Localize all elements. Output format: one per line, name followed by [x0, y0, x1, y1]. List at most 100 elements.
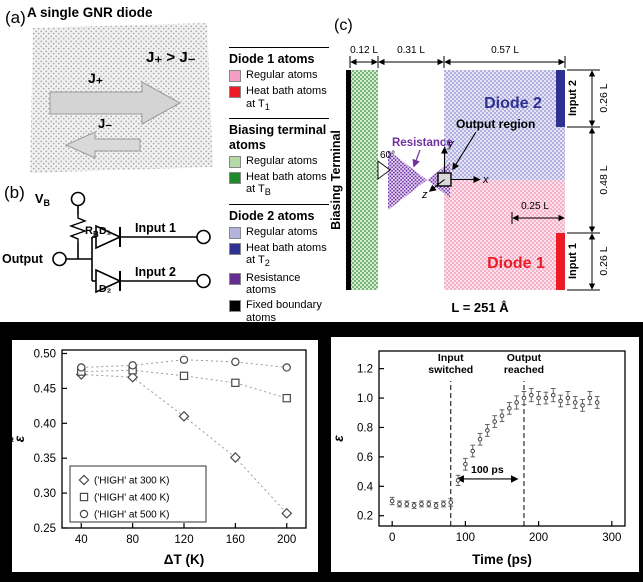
- red-swatch: [229, 86, 241, 99]
- legend-item: Regular atoms: [229, 155, 329, 168]
- dim-top-3: 0.57 L: [491, 45, 519, 56]
- axis-x-label: x: [482, 174, 489, 186]
- legend-item: Regular atoms: [229, 69, 329, 83]
- reverse-current-arrow: [64, 131, 141, 159]
- fixed-boundary-strip: [346, 70, 351, 290]
- vline-label: Input: [438, 352, 464, 364]
- legend-divider: [229, 203, 329, 205]
- y-tick-label: 0.2: [357, 511, 373, 523]
- z-axis-arrow: [428, 179, 445, 192]
- lavender-swatch: [229, 227, 241, 240]
- dim-right-1: 0.26 L: [598, 83, 610, 112]
- output-region-arrow: [452, 131, 477, 171]
- legend-entry: ('HIGH' at 300 K): [94, 476, 170, 487]
- legend-entry: ('HIGH' at 500 K): [94, 510, 170, 521]
- dim-right-2: 0.48 L: [598, 165, 610, 194]
- biasing-terminal-region: [351, 70, 378, 290]
- x-tick-label: 160: [226, 534, 245, 546]
- rb-label: RB: [85, 225, 99, 239]
- diode1-region: [444, 180, 565, 290]
- legend-item-label: Regular atoms: [246, 226, 318, 239]
- top-dimension-lines: [349, 56, 566, 68]
- legend-item-label: Heat bath atoms at T2: [246, 242, 327, 269]
- d2-label: D₂: [99, 283, 112, 295]
- errorbar-series: [389, 388, 600, 509]
- vb-terminal-node: [70, 191, 86, 207]
- dim-top-1: 0.12 L: [350, 45, 378, 56]
- gnr-diode-graphic: [30, 23, 213, 173]
- legend-item: Heat bath atoms at T2: [229, 242, 329, 269]
- inner-dimension: [511, 212, 565, 224]
- dark_blue-swatch: [229, 243, 241, 256]
- dim-right-3: 0.26 L: [598, 246, 610, 275]
- x-tick-label: 200: [277, 534, 296, 546]
- legend-item: Heat bath atoms at TB: [229, 171, 329, 198]
- series-diamond: [75, 368, 293, 519]
- legend-item-label: Regular atoms: [246, 69, 318, 82]
- input2-label: Input 2: [567, 80, 579, 116]
- y-axis-label: ε̃: [12, 435, 27, 443]
- input1-node: [196, 229, 211, 245]
- span-label: 100 ps: [471, 464, 504, 476]
- dark_green-swatch: [229, 171, 241, 184]
- input1-wire-label: Input 1: [135, 221, 176, 235]
- dim-top-2: 0.31 L: [397, 45, 425, 56]
- input1-label: Input 1: [567, 243, 579, 279]
- input2-wire-label: Input 2: [135, 265, 176, 279]
- legend-group-header: Diode 1 atoms: [229, 52, 315, 66]
- legend-item: Resistance atoms: [229, 272, 329, 297]
- d1-label: D₁: [99, 225, 111, 237]
- y-tick-label: 0.40: [34, 418, 56, 430]
- y-tick-label: 0.50: [34, 348, 56, 360]
- pink-swatch: [229, 70, 241, 83]
- y-tick-label: 0.4: [357, 481, 374, 493]
- circuit-wires: [66, 206, 197, 282]
- j-minus-label: J₋: [98, 116, 113, 131]
- legend-item: Fixed boundary atoms: [229, 299, 329, 324]
- current-inequality: J₊ > J₋: [146, 49, 196, 66]
- resistance-constriction-left: [388, 150, 427, 210]
- x-tick-label: 0: [389, 532, 395, 544]
- length-label: L = 251 Å: [451, 300, 509, 315]
- axis-z-label: z: [421, 189, 428, 201]
- x-tick-label: 120: [174, 534, 193, 546]
- x-tick-label: 80: [126, 534, 139, 546]
- output-node: [52, 251, 67, 267]
- vline-label: reached: [504, 364, 544, 376]
- angle-indicator: [377, 160, 391, 180]
- y-tick-label: 0.6: [357, 452, 373, 464]
- purple-swatch: [229, 272, 241, 285]
- legend-item-label: Heat bath atoms at TB: [246, 170, 327, 198]
- light_green-swatch: [229, 155, 241, 168]
- diode2-symbol: [95, 268, 122, 294]
- diode1-label: Diode 1: [487, 255, 545, 272]
- diode1-symbol: [95, 224, 122, 250]
- dim-inner-025L: 0.25 L: [521, 201, 549, 212]
- legend-divider: [229, 47, 329, 48]
- diode2-label: Diode 2: [484, 95, 542, 112]
- axis-y-label: y: [447, 138, 455, 150]
- angle-label: 60°: [380, 150, 395, 161]
- legend-group-header: Diode 2 atoms: [229, 208, 315, 223]
- diode-circuit: VB RB Output D₁ D₂ Input 1 Input 2: [2, 191, 211, 295]
- x-axis-label: Time (ps): [472, 552, 532, 567]
- panel-a-title: A single GNR diode: [27, 5, 153, 20]
- output-region-label: Output region: [456, 117, 535, 131]
- series-circle: [77, 355, 291, 372]
- x-tick-label: 40: [75, 534, 88, 546]
- device-schematic: (c) 0.12 L 0.31 L 0.57 L Biasing Termina…: [330, 17, 610, 315]
- j-plus-label: J₊: [88, 70, 104, 86]
- y-tick-label: 0.35: [34, 453, 56, 465]
- chart-legend: ('HIGH' at 300 K)('HIGH' at 400 K)('HIGH…: [69, 465, 207, 523]
- biasing-terminal-label: Biasing Terminal: [330, 130, 343, 230]
- vline-label: Output: [507, 352, 542, 364]
- y-axis-label: ε: [331, 435, 346, 442]
- y-tick-label: 0.45: [34, 383, 56, 395]
- diode2-region: [444, 70, 565, 180]
- diode2-heatbath-strip: [556, 70, 565, 127]
